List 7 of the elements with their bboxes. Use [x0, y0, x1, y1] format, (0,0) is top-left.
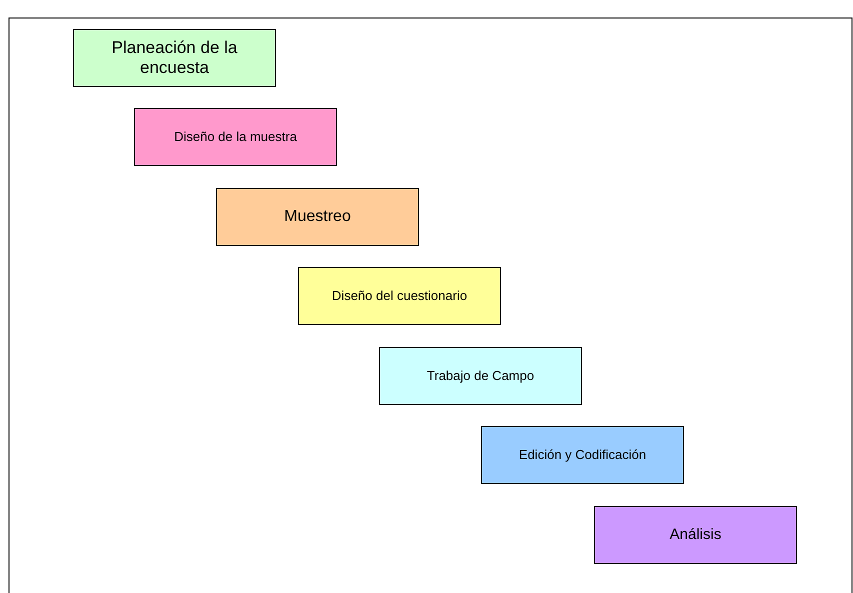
process-box: Análisis	[594, 506, 797, 564]
process-box: Edición y Codificación	[481, 426, 684, 484]
process-box: Diseño del cuestionario	[298, 267, 501, 325]
process-box: Trabajo de Campo	[379, 347, 582, 405]
process-box: Muestreo	[216, 188, 419, 246]
process-box: Planeación de la encuesta	[73, 29, 276, 87]
process-box: Diseño de la muestra	[134, 108, 337, 166]
